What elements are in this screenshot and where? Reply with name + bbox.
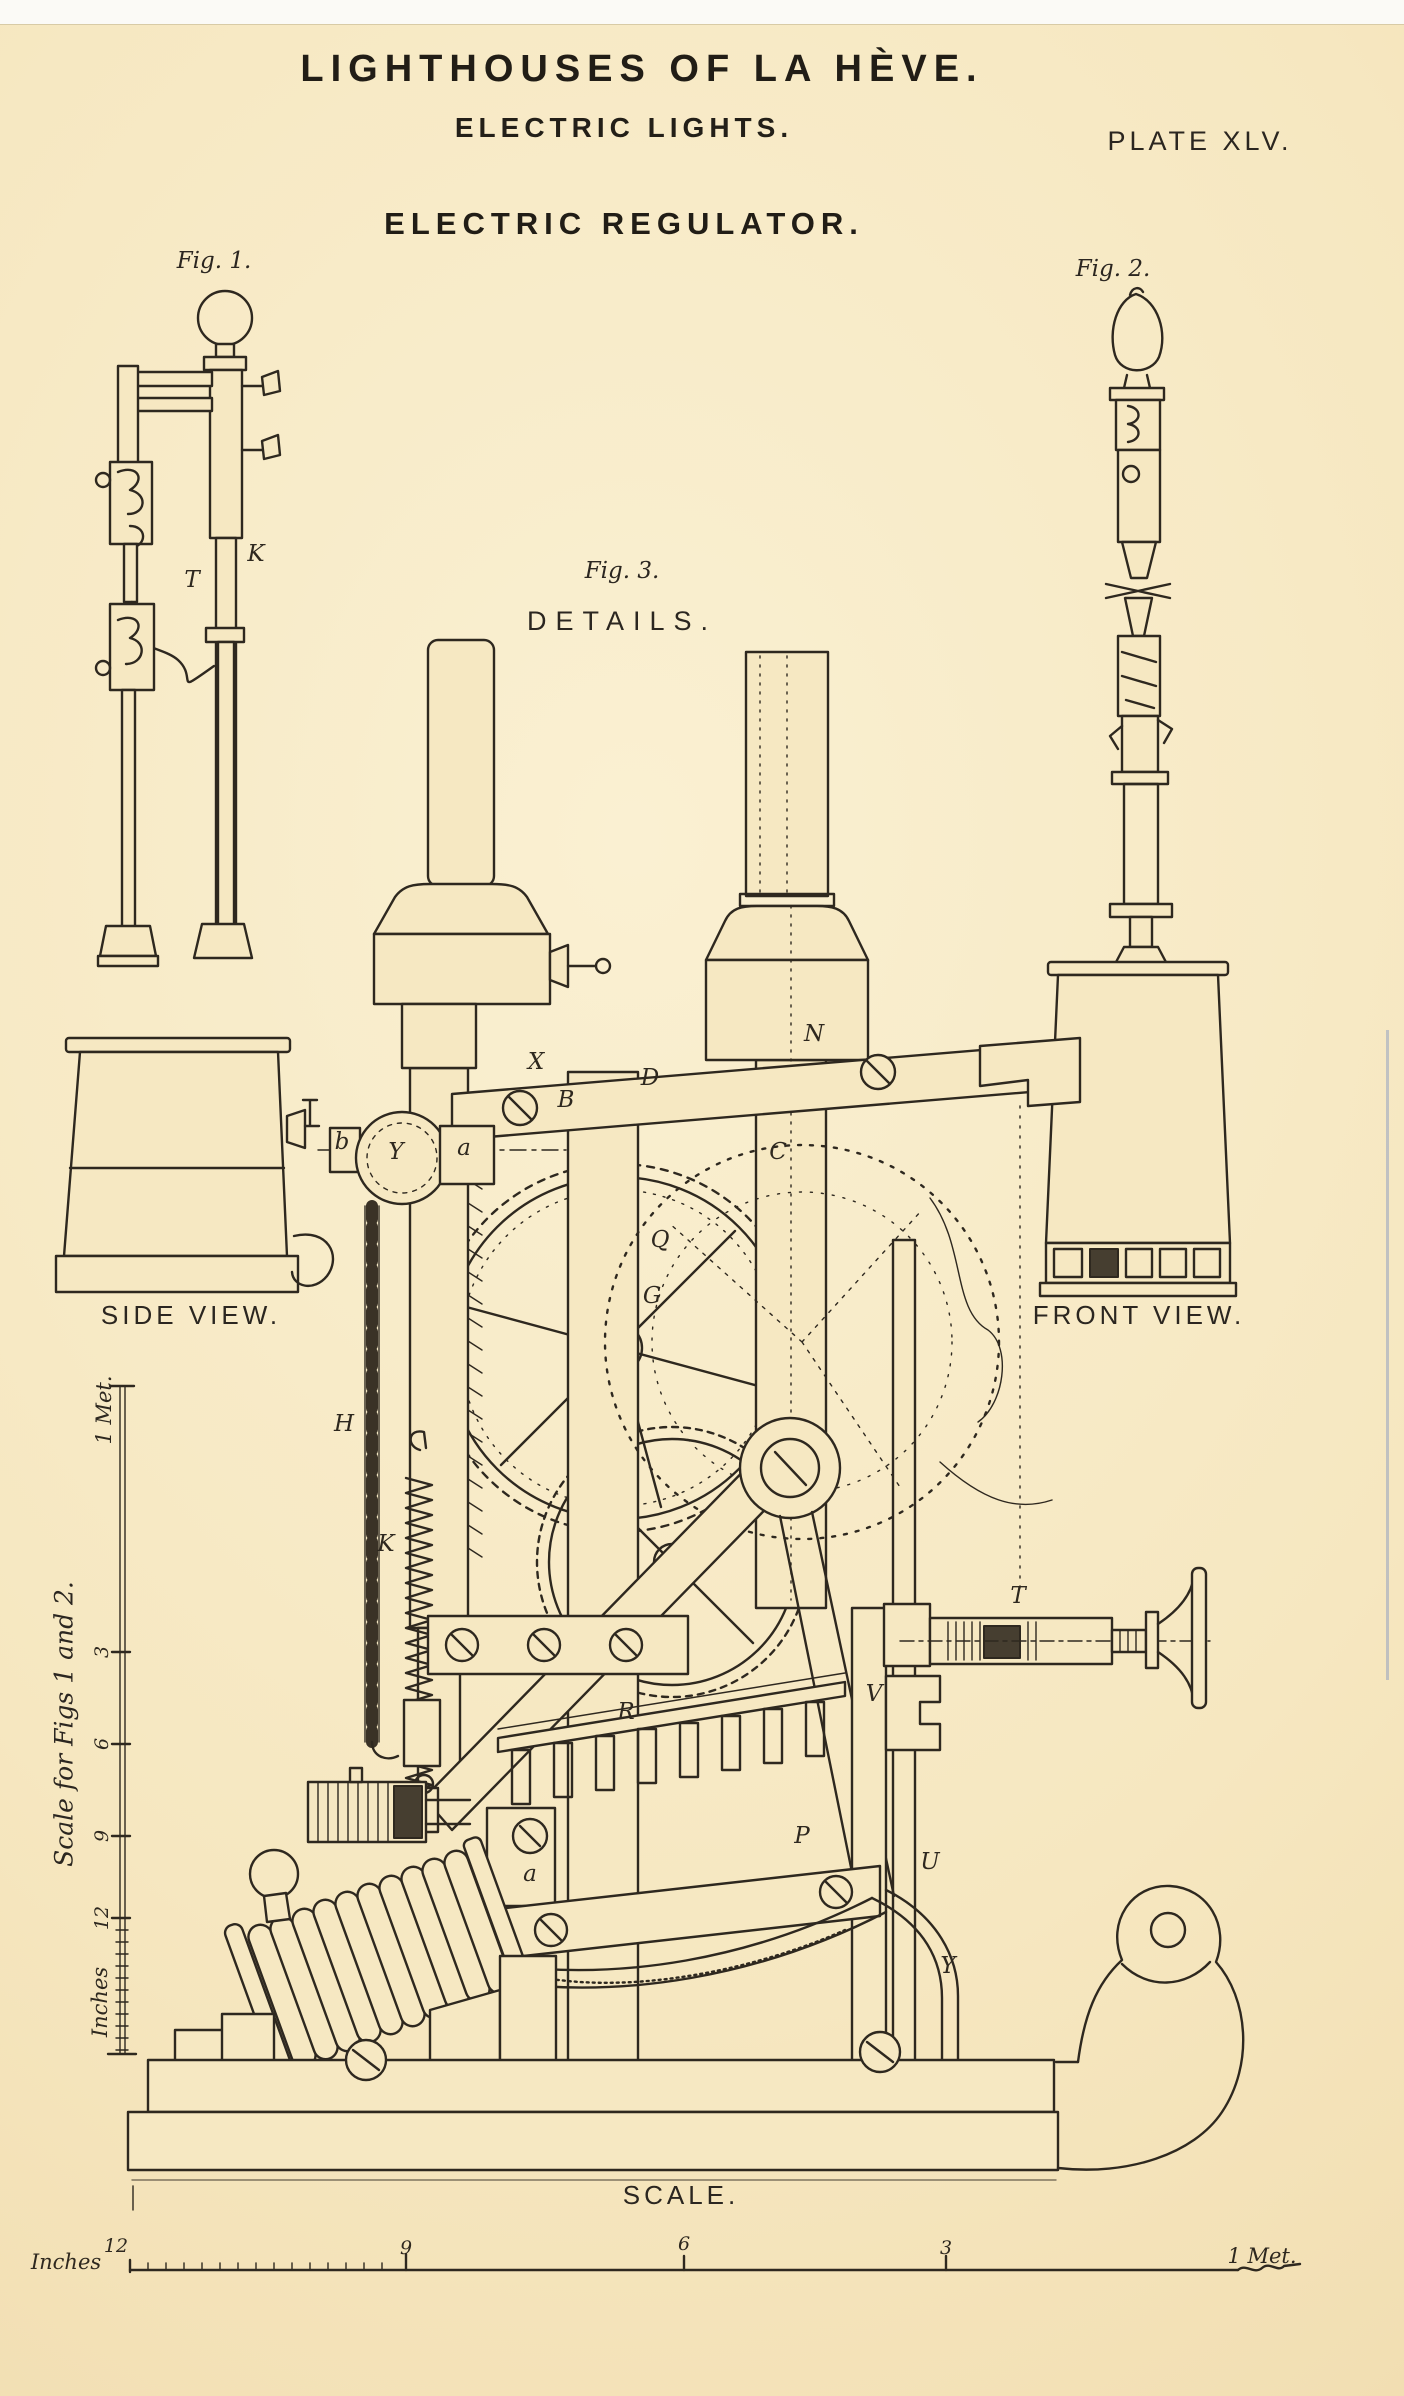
top-bracket	[450, 1036, 1082, 1597]
fig2-caption: FRONT VIEW.	[1032, 1300, 1246, 1330]
part-label-t: T	[1010, 1583, 1026, 1609]
part-label-b: B	[557, 1087, 575, 1113]
part-label-q: Q	[650, 1227, 670, 1253]
side-scale-label: Scale for Figs 1 and 2.	[49, 1581, 79, 1867]
plate-number: PLATE XLV.	[1107, 126, 1293, 156]
side-scale-tick-6: 6	[91, 1737, 113, 1751]
bottom-scale-tick-12: 12	[103, 2235, 129, 2257]
ink-speck	[258, 963, 262, 967]
part-label-r: R	[617, 1699, 635, 1725]
ink-speck	[711, 182, 716, 187]
bottom-scale-unit-met: 1 Met.	[1227, 2244, 1297, 2268]
plate-title: LIGHTHOUSES OF LA HÈVE.	[300, 48, 984, 90]
fig1-side-view-drawing	[54, 289, 335, 1294]
part-label-x: X	[527, 1049, 545, 1075]
ink-speck	[1230, 44, 1235, 49]
part-label-a-small: a	[457, 1135, 471, 1161]
part-label-y-pulley: Y	[388, 1139, 404, 1165]
bottom-scale-tick-3: 3	[939, 2237, 953, 2259]
part-label-b-small: b	[334, 1129, 350, 1155]
fig3-details-drawing	[126, 638, 1245, 2181]
fig2-label: Fig. 2.	[1075, 256, 1151, 282]
part-label-y-base: Y	[940, 1953, 956, 1979]
gear-wheel-hidden	[603, 1143, 1053, 1541]
right-carbon-column	[704, 650, 870, 1601]
part-label-c: C	[769, 1139, 787, 1165]
scan-edge-line	[1386, 1030, 1389, 1680]
part-label-u: U	[920, 1849, 940, 1875]
part-label-v: V	[865, 1681, 883, 1707]
crossbar	[402, 1614, 690, 1768]
bellows-ball-handle	[248, 1848, 300, 1900]
base-plate	[126, 2030, 1060, 2181]
part-label-h: H	[333, 1411, 355, 1437]
fig3-label: Fig. 3.	[584, 558, 660, 584]
side-scale-tick-12: 12	[91, 1905, 113, 1931]
barrel-drum	[306, 1766, 472, 1844]
bellows	[173, 1836, 558, 2085]
bottom-scale-tick-9: 9	[399, 2237, 413, 2259]
part-label-d: D	[640, 1065, 660, 1091]
pulley-and-chain	[328, 1110, 496, 1760]
suspension-hook	[1054, 1884, 1245, 2171]
armature-lever	[468, 1806, 960, 2064]
part-label-k: K	[377, 1531, 395, 1557]
fig1-label: Fig. 1.	[176, 248, 252, 274]
side-scale-bar	[106, 1384, 138, 2056]
side-scale-unit-met: 1 Met.	[92, 1375, 116, 1445]
scan-edge-top	[0, 0, 1404, 25]
fig1-part-label-k: K	[247, 541, 265, 567]
part-label-g: G	[642, 1283, 662, 1309]
section-title: ELECTRIC REGULATOR.	[384, 206, 864, 241]
bottom-scale-unit-inches: Inches	[30, 2250, 102, 2274]
plate-subtitle: ELECTRIC LIGHTS.	[454, 112, 794, 143]
bottom-scale-title: SCALE.	[622, 2180, 740, 2210]
fig1-part-label-t: T	[184, 567, 200, 593]
left-carbon-column	[372, 638, 612, 1070]
fig1-caption: SIDE VIEW.	[100, 1300, 282, 1330]
part-label-a2-small: a	[523, 1861, 537, 1887]
side-scale-tick-9: 9	[91, 1829, 113, 1843]
adjusting-screw-assembly	[850, 1566, 1211, 2064]
side-scale-tick-3: 3	[91, 1645, 113, 1659]
part-label-p: P	[794, 1823, 810, 1849]
ratchet-comb	[496, 1672, 847, 1806]
bottom-scale-bar	[128, 2185, 1302, 2274]
part-label-n: N	[803, 1021, 825, 1047]
side-scale-unit-inches: Inches	[88, 1966, 112, 2038]
fig2-front-view-drawing	[1038, 287, 1238, 1298]
bottom-scale-tick-6: 6	[677, 2233, 691, 2255]
fig3-heading: DETAILS.	[526, 606, 718, 636]
